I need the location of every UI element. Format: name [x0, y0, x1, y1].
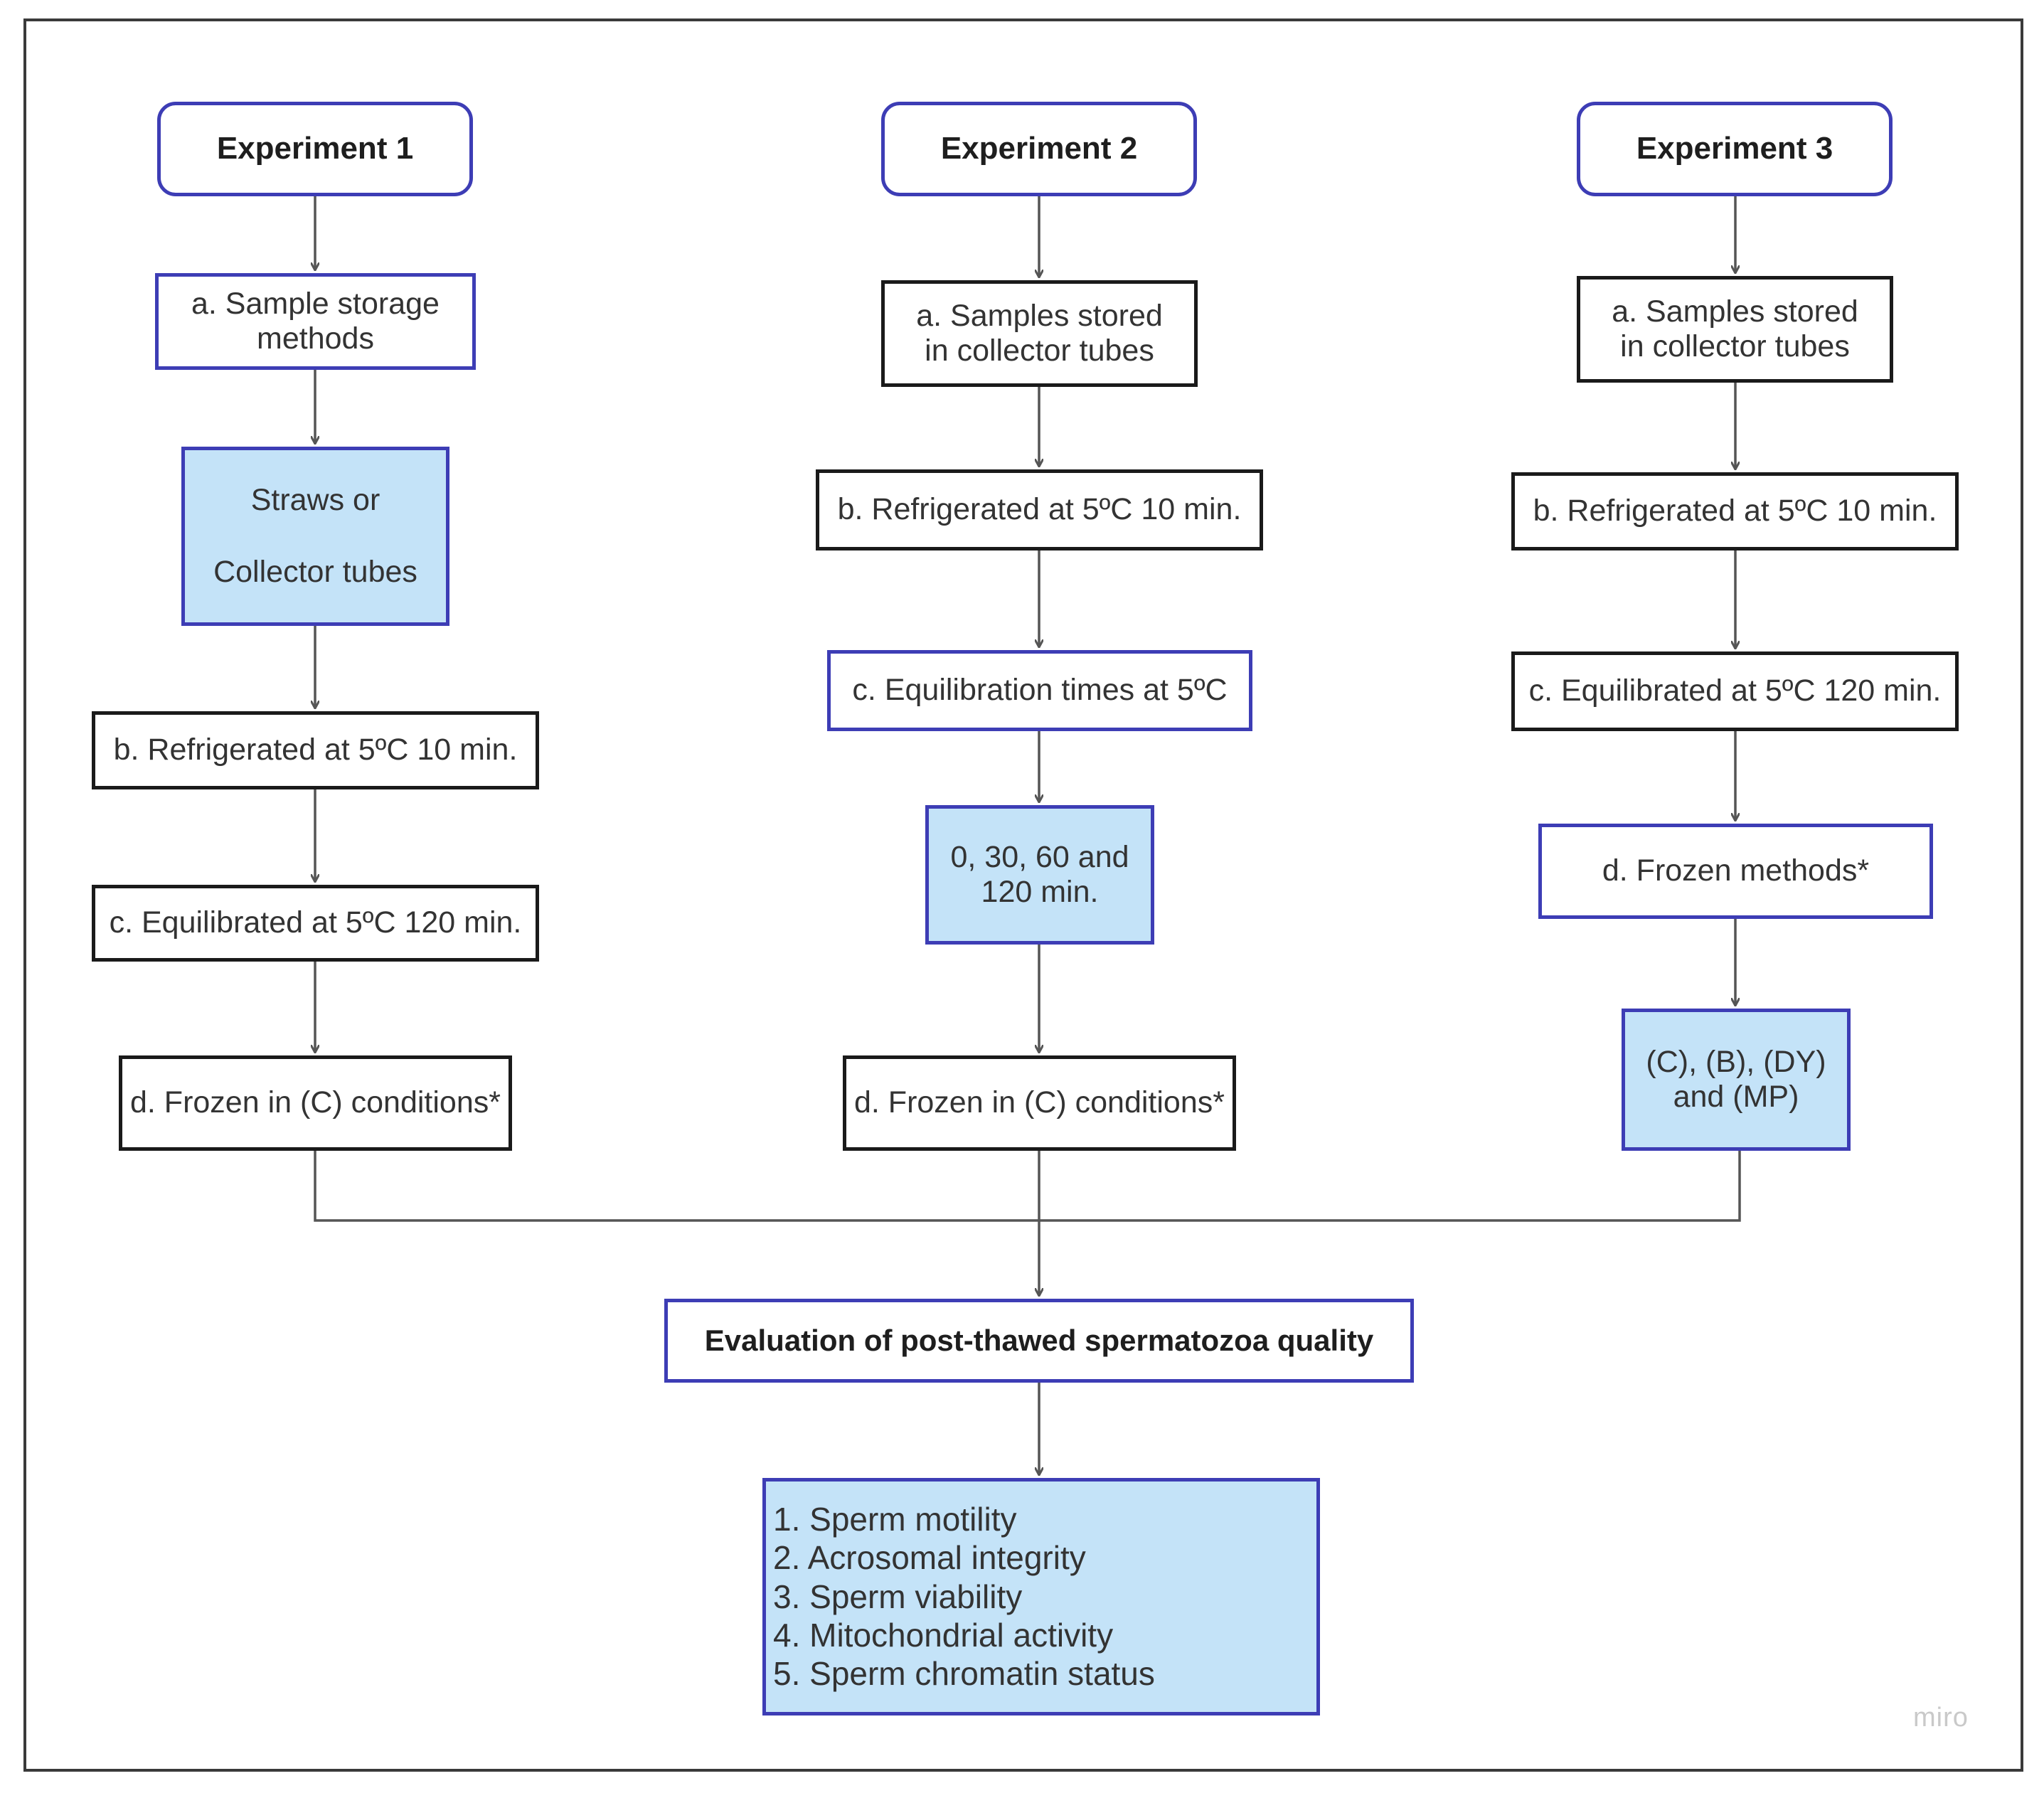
list-item: 2. Acrosomal integrity [773, 1539, 1086, 1577]
experiment-2-step-d: d. Frozen in (C) conditions* [843, 1055, 1236, 1151]
experiment-3-header: Experiment 3 [1577, 102, 1893, 196]
experiment-3-freezing-options: (C), (B), (DY) and (MP) [1622, 1009, 1851, 1151]
merge-line [314, 1151, 1741, 1222]
experiment-2-step-a: a. Samples stored in collector tubes [881, 280, 1198, 387]
experiment-2-step-b: b. Refrigerated at 5ºC 10 min. [816, 469, 1263, 550]
experiment-3-step-d: d. Frozen methods* [1538, 824, 1933, 919]
experiment-1-step-b: b. Refrigerated at 5ºC 10 min. [92, 711, 539, 789]
experiment-3-step-b: b. Refrigerated at 5ºC 10 min. [1511, 472, 1959, 550]
evaluation-title: Evaluation of post-thawed spermatozoa qu… [704, 1323, 1374, 1357]
experiment-3-title: Experiment 3 [1636, 131, 1833, 166]
experiment-2-step-c: c. Equilibration times at 5ºC [827, 650, 1252, 731]
list-item: 5. Sperm chromatin status [773, 1655, 1155, 1693]
figure-frame [23, 18, 2023, 1772]
list-item: 1. Sperm motility [773, 1501, 1017, 1538]
experiment-2-header: Experiment 2 [881, 102, 1197, 196]
experiment-3-step-c: c. Equilibrated at 5ºC 120 min. [1511, 651, 1959, 731]
experiment-2-equilibration-options: 0, 30, 60 and 120 min. [925, 805, 1154, 945]
list-item: 3. Sperm viability [773, 1578, 1023, 1615]
experiment-1-step-d: d. Frozen in (C) conditions* [119, 1055, 512, 1151]
experiment-1-title: Experiment 1 [216, 131, 414, 166]
experiment-1-storage-options: Straws or Collector tubes [181, 447, 449, 626]
list-item: 4. Mitochondrial activity [773, 1616, 1114, 1654]
storage-option-collector-tubes: Collector tubes [213, 555, 417, 589]
miro-watermark: miro [1913, 1703, 1969, 1733]
experiment-2-title: Experiment 2 [940, 131, 1138, 166]
quality-parameters-list: 1. Sperm motility 2. Acrosomal integrity… [762, 1478, 1320, 1715]
experiment-1-step-a: a. Sample storage methods [155, 273, 476, 370]
experiment-3-step-a: a. Samples stored in collector tubes [1577, 276, 1893, 383]
experiment-1-step-c: c. Equilibrated at 5ºC 120 min. [92, 885, 539, 962]
storage-option-straws: Straws or [250, 482, 380, 517]
experiment-1-header: Experiment 1 [157, 102, 473, 196]
evaluation-box: Evaluation of post-thawed spermatozoa qu… [664, 1299, 1414, 1383]
